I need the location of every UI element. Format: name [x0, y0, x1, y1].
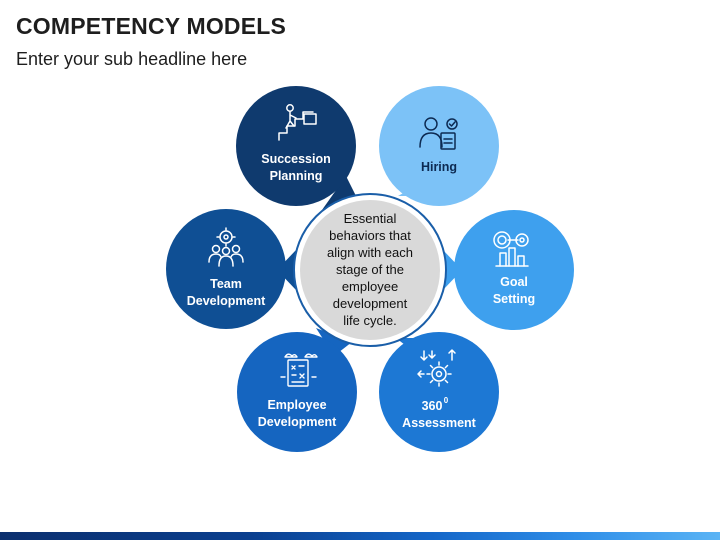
node-assessment: 360 0 Assessment	[379, 332, 499, 452]
node-circle	[379, 332, 499, 452]
gear-arrows-icon	[417, 349, 456, 387]
node-label-line: Setting	[493, 292, 535, 306]
pointer-employee	[316, 328, 352, 356]
node-circle	[379, 86, 499, 206]
node-succession-planning: Succession Planning	[236, 86, 356, 206]
pointer-team	[277, 250, 296, 290]
footer-bar	[0, 532, 720, 540]
node-goal-setting: Goal Setting	[454, 210, 574, 330]
node-label-superscript: 0	[444, 396, 449, 405]
center-text-line: align with each	[327, 245, 413, 260]
center-text-line: development	[333, 296, 408, 311]
target-chart-icon	[493, 231, 529, 267]
center-text-line: stage of the	[336, 262, 404, 277]
node-label-line: Development	[258, 415, 337, 429]
center-text-line: behaviors that	[329, 228, 411, 243]
team-gear-icon	[208, 227, 244, 267]
node-circle	[236, 86, 356, 206]
node-label-line: Goal	[500, 275, 528, 289]
page-subtitle: Enter your sub headline here	[16, 49, 248, 69]
center-text-line: life cycle.	[343, 313, 396, 328]
node-employee-development: Employee Development	[237, 332, 357, 452]
pointer-goal	[443, 250, 462, 290]
node-label-line: Employee	[267, 398, 326, 412]
center-text-line: Essential	[344, 211, 397, 226]
stairs-climber-icon	[278, 104, 317, 141]
whiteboard-plan-icon	[280, 353, 318, 387]
candidate-check-icon	[419, 117, 458, 150]
node-circle	[237, 332, 357, 452]
node-circle	[166, 209, 286, 329]
page-title: COMPETENCY MODELS	[16, 13, 287, 39]
node-label-line: 360	[422, 399, 443, 413]
center-hub: Essential behaviors that align with each…	[293, 193, 447, 347]
node-label-line: Assessment	[402, 416, 476, 430]
node-hiring: Hiring	[379, 86, 499, 206]
node-circle	[454, 210, 574, 330]
node-team-development: Team Development	[166, 209, 286, 329]
node-label-line: Team	[210, 277, 242, 291]
node-label-line: Planning	[270, 169, 323, 183]
node-label-line: Development	[187, 294, 266, 308]
node-label-line: Succession	[261, 152, 330, 166]
center-circle	[300, 200, 440, 340]
center-text-line: employee	[342, 279, 398, 294]
node-label-line: Hiring	[421, 160, 457, 174]
